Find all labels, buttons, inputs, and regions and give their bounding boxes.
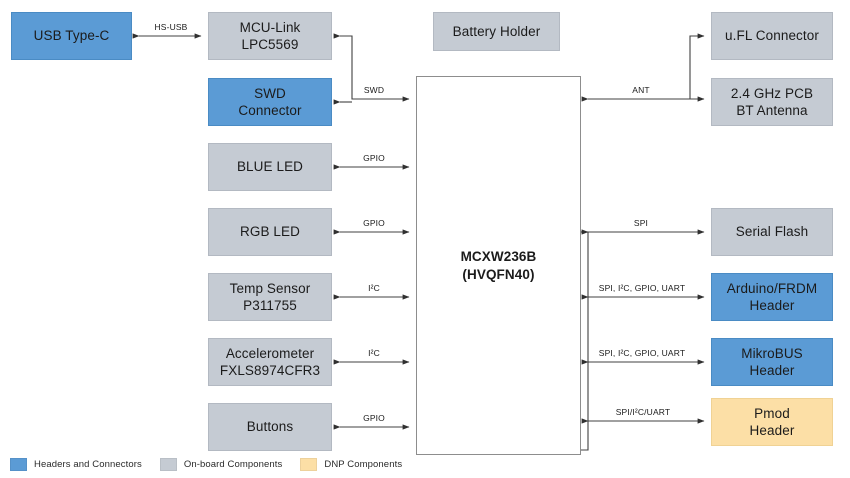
block-mikrobus-header[interactable]: MikroBUS Header [711,338,833,386]
legend-item-on-board-components: On-board Components [159,458,283,471]
wire-label-spi-serial-flash: SPI [626,219,656,228]
wire-label-mikrobus-bus: SPI, I²C, GPIO, UART [592,349,692,358]
wire-label-swd: SWD [357,86,391,95]
legend-label-headers-and-connectors: Headers and Connectors [34,459,142,470]
legend-swatch-tan [300,458,318,471]
block-usb-type-c[interactable]: USB Type-C [11,12,132,60]
block-bt-antenna[interactable]: 2.4 GHz PCB BT Antenna [711,78,833,126]
block-blue-led[interactable]: BLUE LED [208,143,332,191]
block-accelerometer[interactable]: Accelerometer FXLS8974CFR3 [208,338,332,386]
wire-label-gpio-buttons: GPIO [355,414,393,423]
legend-swatch-grey [159,458,177,471]
wire-label-gpio-rgb-led: GPIO [355,219,393,228]
block-pmod-header[interactable]: Pmod Header [711,398,833,446]
block-rgb-led[interactable]: RGB LED [208,208,332,256]
wire-label-arduino-bus: SPI, I²C, GPIO, UART [592,284,692,293]
block-swd-connector[interactable]: SWD Connector [208,78,332,126]
legend-item-dnp-components: DNP Components [300,458,402,471]
wire-label-i2c-temp-sensor: I²C [359,284,389,293]
mcu-package: (HVQFN40) [462,266,535,282]
legend-label-dnp-components: DNP Components [324,459,403,470]
mcu-part-number: MCXW236B [460,249,537,265]
legend: Headers and Connectors On-board Componen… [10,458,420,471]
block-arduino-frdm-header[interactable]: Arduino/FRDM Header [711,273,833,321]
legend-item-headers-and-connectors: Headers and Connectors [10,458,142,471]
block-battery-holder[interactable]: Battery Holder [433,12,560,51]
wire-label-pmod-bus: SPI/I²C/UART [603,408,683,417]
block-temp-sensor[interactable]: Temp Sensor P311755 [208,273,332,321]
wire-label-i2c-accelerometer: I²C [359,349,389,358]
block-mcxw236b[interactable]: MCXW236B (HVQFN40) [416,76,581,455]
block-buttons[interactable]: Buttons [208,403,332,451]
block-ufl-connector[interactable]: u.FL Connector [711,12,833,60]
wire-label-hs-usb: HS-USB [148,23,194,32]
legend-swatch-blue [10,458,27,471]
legend-label-on-board-components: On-board Components [183,459,283,470]
block-serial-flash[interactable]: Serial Flash [711,208,833,256]
wire-label-gpio-blue-led: GPIO [355,154,393,163]
wire-label-ant: ANT [624,86,658,95]
block-mcu-link[interactable]: MCU-Link LPC5569 [208,12,332,60]
